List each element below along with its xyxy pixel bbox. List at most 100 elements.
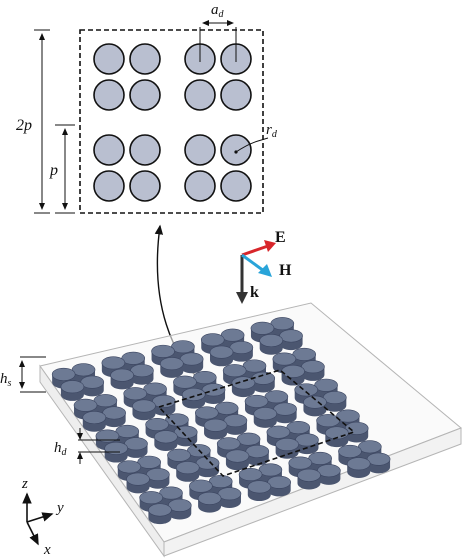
top-view-disks [93, 43, 252, 202]
slab-disk [275, 437, 299, 459]
slab-disk [173, 425, 198, 447]
top-view-disk [220, 134, 252, 166]
dimension-a-d: ad [199, 2, 237, 62]
label-H: H [279, 262, 292, 279]
slab-disk [179, 352, 204, 374]
slab-disk [189, 479, 213, 501]
slab-disk [217, 487, 242, 508]
slab-disk [132, 399, 156, 421]
slab-disk [223, 414, 248, 435]
slab-disk [338, 444, 362, 466]
top-view-disk [129, 43, 161, 75]
slab-disk [253, 407, 278, 428]
top-view-disk [220, 79, 252, 111]
slab-disk [229, 340, 254, 362]
top-view-disk [129, 79, 161, 111]
slab-disk [366, 452, 391, 474]
slab-disk [154, 430, 178, 451]
slab-disk [266, 425, 291, 447]
axis-z-label: z [21, 476, 28, 492]
label-k: k [250, 284, 259, 301]
slab-disk [303, 395, 327, 417]
dimension-p: p [49, 124, 75, 214]
slab-disk [317, 464, 341, 485]
unit-cell-border [79, 29, 264, 214]
top-view-disk [129, 134, 161, 166]
slab-disk [60, 380, 85, 401]
slab-disk [130, 364, 154, 385]
axis-y-label: y [55, 500, 64, 516]
svg-text:hd: hd [54, 440, 68, 458]
slab-disk [121, 351, 146, 373]
slab-disk [175, 461, 200, 482]
top-view-disk [93, 170, 125, 202]
label-a: a [211, 2, 219, 18]
slab-disk [151, 344, 175, 366]
top-view-disk [184, 170, 216, 202]
slab-disk [323, 391, 347, 412]
label-h-s: h [0, 371, 8, 387]
slab-disk [195, 456, 220, 478]
unit-cell-highlight [157, 369, 356, 477]
axis-x-label: x [43, 542, 51, 558]
slab-disk [297, 468, 321, 490]
label-r: r [266, 122, 272, 138]
slab-disk [203, 418, 228, 440]
metasurface-perspective [39, 302, 462, 558]
slab-disk [80, 375, 105, 397]
top-view-disk [93, 134, 125, 166]
svg-text:hs: hs [0, 371, 12, 389]
slab-disk [236, 432, 261, 454]
top-view-disk [184, 134, 216, 166]
slab-disk [159, 357, 184, 378]
svg-text:ad: ad [211, 2, 225, 20]
slab-disk [159, 486, 183, 508]
slab-disk [344, 421, 369, 443]
unit-cell-top-view: ad rd 2p p [16, 2, 278, 214]
slab-disk [110, 368, 134, 390]
slab-disk [123, 387, 148, 408]
label-2p: 2p [16, 117, 32, 134]
top-view-disk [129, 170, 161, 202]
slab-disk [143, 382, 167, 404]
radius-r-d: rd [234, 122, 278, 154]
label-E: E [275, 229, 286, 246]
label-p: p [49, 162, 58, 179]
slab-disk [209, 345, 234, 367]
slab-disk [273, 402, 297, 424]
slab-disk [201, 383, 226, 405]
slab-disk [346, 457, 371, 478]
field-triad: E H k [236, 229, 292, 304]
slab-disk [281, 364, 305, 386]
slab-disk [82, 411, 107, 432]
slab-disk [267, 475, 291, 497]
dimension-h-s: hs [0, 356, 46, 393]
slab-disk [279, 329, 303, 351]
slab-disk [93, 394, 118, 415]
slab-disk [259, 334, 283, 355]
slab-disk [301, 360, 325, 381]
slab-disk [251, 371, 276, 393]
label-h-d-sub: d [62, 447, 68, 458]
top-view-disk [93, 79, 125, 111]
svg-text:rd: rd [266, 122, 278, 140]
slab-disk [225, 449, 250, 471]
label-h-d: h [54, 440, 62, 456]
slab-disk [197, 491, 222, 513]
slab-disk [231, 376, 256, 398]
dimension-h-d: hd [54, 428, 120, 464]
label-a-sub: d [219, 9, 225, 20]
dimension-2p: 2p [16, 29, 50, 214]
coordinate-axes: z y x [21, 476, 64, 558]
slab-disk [146, 468, 170, 489]
slab-disk [247, 480, 272, 502]
slab-disk [245, 444, 270, 466]
slab-disk [167, 498, 192, 520]
label-r-sub: d [272, 129, 278, 140]
top-view-disk [93, 43, 125, 75]
slab-disk [102, 406, 126, 428]
slab-disk [181, 387, 206, 409]
top-view-disk [184, 79, 216, 111]
label-h-s-sub: s [8, 378, 12, 389]
